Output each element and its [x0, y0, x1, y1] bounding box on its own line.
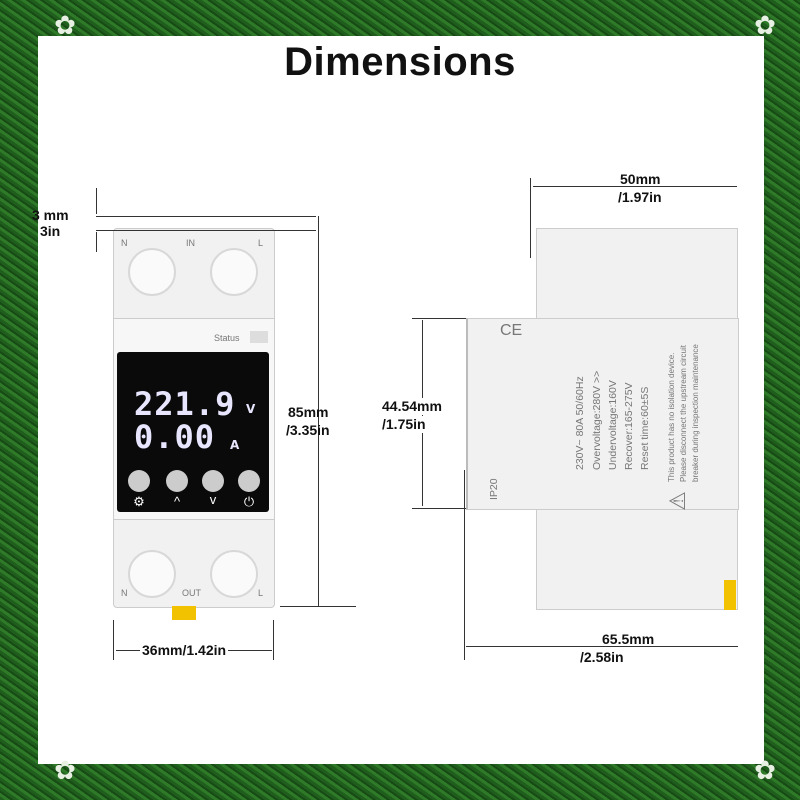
dimension-line — [412, 508, 466, 509]
terminal-label: N — [121, 238, 128, 248]
height-dimension-line — [318, 216, 319, 606]
chevron-up-icon: ^ — [173, 494, 181, 509]
warning-triangle-icon: ⚠ — [664, 491, 690, 511]
status-label: Status — [214, 333, 240, 343]
page-title: Dimensions — [284, 40, 516, 84]
flower-ornament-icon: ✿ — [754, 10, 776, 40]
dimension-line — [280, 606, 356, 607]
voltage-readout: 221.9 — [134, 385, 236, 423]
dimension-arrow — [96, 232, 97, 252]
spec-line: Overvoltage:280V >> — [591, 370, 603, 470]
terminal-label: N — [121, 588, 128, 598]
height-dimension-in: /3.35in — [286, 422, 330, 438]
current-readout: 0.00 — [134, 418, 216, 456]
gear-icon: ⚙ — [133, 494, 145, 509]
flower-ornament-icon: ✿ — [754, 755, 776, 785]
dimension-line — [412, 318, 466, 319]
din-clip — [724, 580, 736, 610]
ip-rating: IP20 — [488, 478, 500, 500]
up-button[interactable] — [166, 470, 188, 492]
side-height-dimension-in: /1.75in — [382, 416, 426, 433]
depth-dimension-in: /2.58in — [580, 649, 624, 665]
side-body-middle — [466, 318, 739, 510]
flower-ornament-icon: ✿ — [54, 755, 76, 785]
settings-button[interactable] — [128, 470, 150, 492]
dimension-line — [530, 178, 531, 258]
terminal-label: IN — [186, 238, 195, 248]
depth-top-dimension-in: /1.97in — [618, 189, 662, 205]
dimension-line — [273, 620, 274, 660]
ce-mark: CE — [500, 322, 523, 339]
dimension-line — [96, 230, 316, 231]
dimension-line — [96, 216, 316, 217]
terminal-label: OUT — [182, 588, 201, 598]
dimension-line — [464, 470, 465, 660]
spec-line: Recover:165-275V — [623, 382, 635, 470]
flower-ornament-icon: ✿ — [54, 10, 76, 40]
depth-top-dimension-mm: 50mm — [620, 171, 661, 187]
height-dimension-mm: 85mm — [288, 404, 329, 420]
spec-line: Reset time:60±5S — [639, 386, 651, 470]
warning-line: Please disconnect the upstream circuit — [679, 345, 688, 482]
width-dimension: 36mm/1.42in — [140, 642, 229, 659]
status-led — [250, 331, 268, 343]
terminal-screw — [128, 550, 176, 598]
voltage-unit: V — [246, 402, 256, 416]
top-dimension-mm: 3 mm — [32, 207, 69, 223]
depth-dimension-line — [466, 646, 738, 647]
terminal-screw — [128, 248, 176, 296]
terminal-screw — [210, 550, 258, 598]
terminal-label: L — [258, 238, 264, 248]
din-clip — [172, 606, 196, 620]
dimension-arrow — [96, 188, 97, 214]
dimension-line — [113, 620, 114, 660]
down-button[interactable] — [202, 470, 224, 492]
terminal-label: L — [258, 588, 264, 598]
spec-line: Undervoltage:160V — [607, 380, 619, 470]
power-button[interactable] — [238, 470, 260, 492]
side-height-dimension-mm: 44.54mm — [382, 398, 442, 415]
power-icon: ⏻ — [243, 494, 255, 509]
warning-line: breaker during inspection maintenance — [691, 344, 700, 482]
warning-line: This product has no isolation device. — [667, 352, 676, 482]
chevron-down-icon: v — [209, 492, 217, 507]
depth-dimension-mm: 65.5mm — [602, 631, 655, 647]
spec-line: 230V~ 80A 50/60Hz — [574, 376, 586, 470]
top-dimension-in: 3in — [40, 223, 61, 239]
depth-top-dimension-line — [533, 186, 737, 187]
current-unit: A — [230, 438, 240, 452]
terminal-screw — [210, 248, 258, 296]
